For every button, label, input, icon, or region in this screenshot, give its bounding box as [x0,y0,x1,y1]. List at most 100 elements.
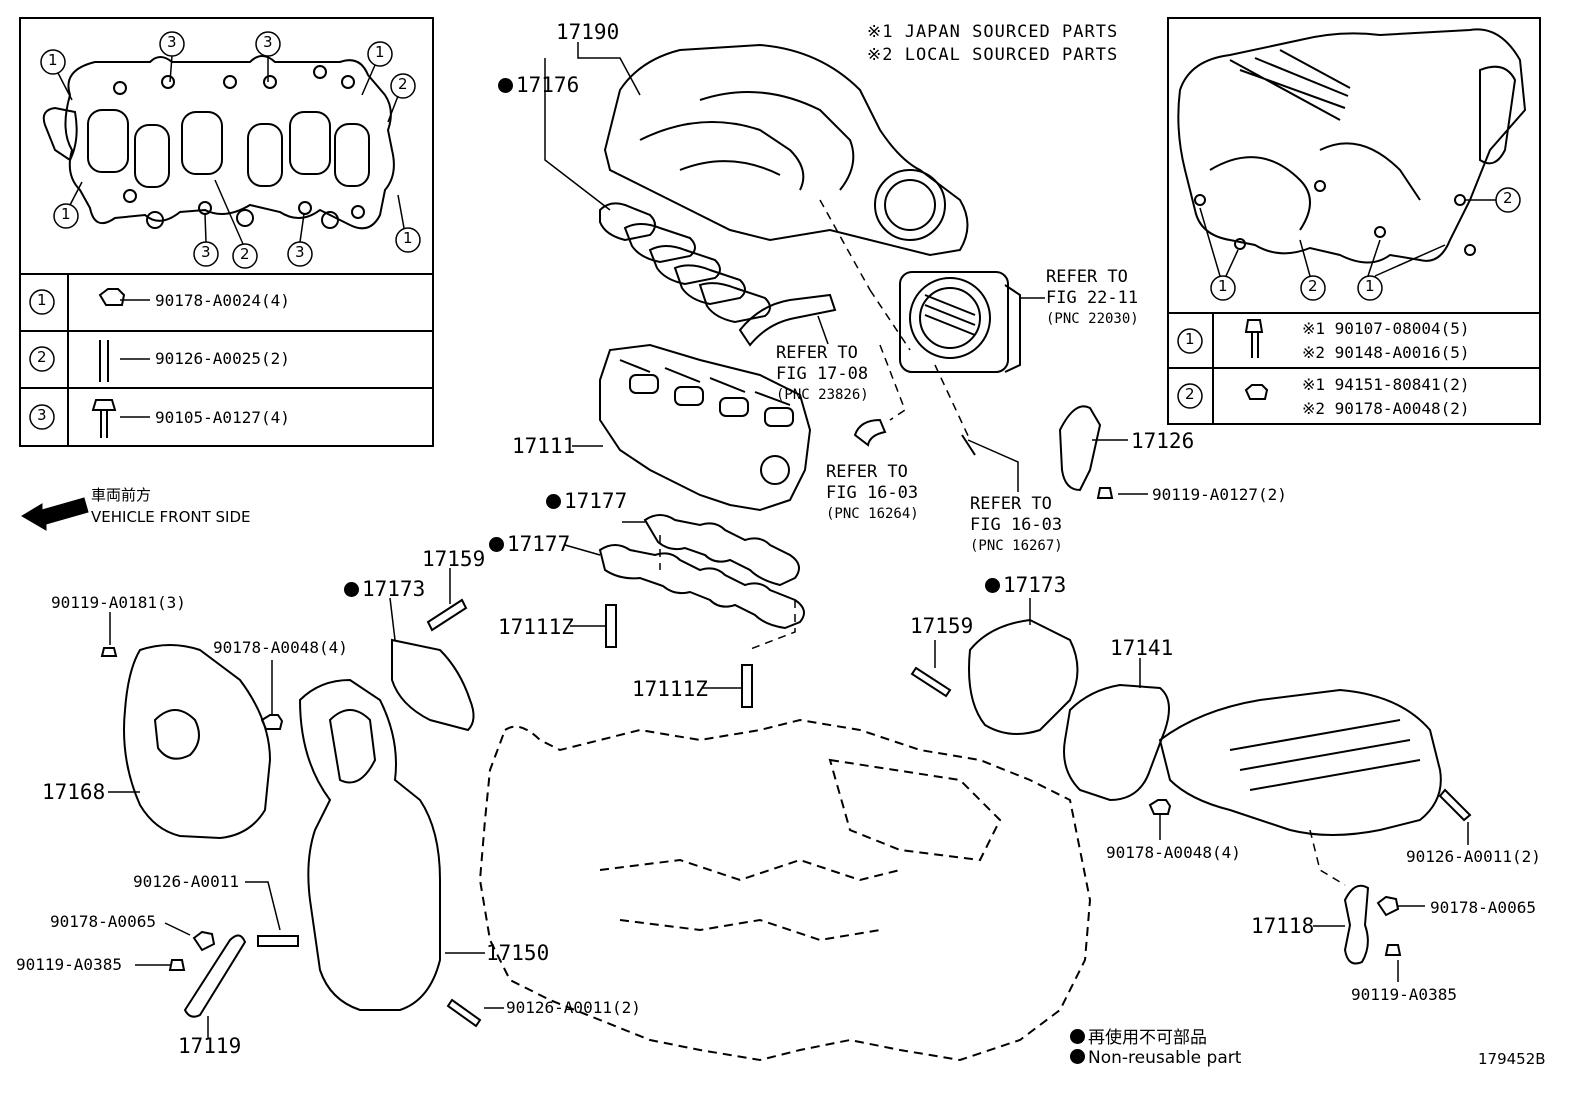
front-arrow-icon [21,497,89,531]
legend-en: Non-reusable part [1070,1048,1241,1068]
part-17173-right[interactable]: 17173 [985,573,1066,597]
nut-icon [98,288,126,306]
part-94151-80841: ※1 94151-80841(2) [1302,375,1470,394]
part-90178-a0065-right[interactable]: 90178-A0065 [1430,898,1536,917]
gasket-17177b-drawing [598,544,805,630]
part-17173-left[interactable]: 17173 [344,577,425,601]
right-inset-frame [1167,17,1541,425]
left-inset-frame [19,17,434,447]
bracket-17118-drawing [1343,884,1370,965]
direction-jp: 車両前方 [91,486,152,504]
gasket-17177a-drawing [643,514,800,587]
part-90119-a0385-right[interactable]: 90119-A0385 [1351,985,1457,1004]
stud-90126-a0011-left [446,998,482,1028]
callout-3: 3 [167,33,177,51]
part-90178-a0065-left[interactable]: 90178-A0065 [50,912,156,931]
bolt-90119-a0385-left [168,959,186,971]
nut-icon-right [1244,384,1269,400]
refer-fig-16-03-b[interactable]: REFER TO FIG 16-03 (PNC 16267) [970,494,1063,557]
part-17126[interactable]: 17126 [1131,429,1195,453]
refer-line1: REFER TO [1046,267,1128,287]
part-17150[interactable]: 17150 [486,941,550,965]
part-90126-a0011-right[interactable]: 90126-A0011(2) [1406,847,1541,866]
table-key-3: 3 [37,406,47,424]
part-17141[interactable]: 17141 [1110,636,1174,660]
part-17118[interactable]: 17118 [1251,914,1315,938]
part-17111z-a[interactable]: 17111Z [498,615,574,639]
nut-90178-a0065-left [192,930,216,952]
nut-90178-a0065-right [1376,895,1400,917]
stud-90126-a0011-right [1438,788,1472,822]
callout-3: 3 [201,243,211,261]
callout-2: 2 [240,245,250,263]
part-90148-a0016: ※2 90148-A0016(5) [1302,343,1470,362]
refer-line3: (PNC 16264) [826,506,919,522]
part-90178-a0048: ※2 90178-A0048(2) [1302,399,1470,418]
part-17159-right[interactable]: 17159 [910,614,974,638]
table-key-1: 1 [37,291,47,309]
callout-3: 3 [295,243,305,261]
part-90119-a0385-left[interactable]: 90119-A0385 [16,955,122,974]
refer-fig-22-11[interactable]: REFER TO FIG 22-11 (PNC 22030) [1046,267,1139,330]
stud-90126-a0011 [257,935,299,947]
part-17177-b[interactable]: 17177 [489,532,570,556]
refer-fig-17-08[interactable]: REFER TO FIG 17-08 (PNC 23826) [776,343,869,406]
part-17190[interactable]: 17190 [556,20,620,44]
part-17111[interactable]: 17111 [512,434,576,458]
part-17168[interactable]: 17168 [42,780,106,804]
small-hose-drawing [853,418,887,447]
note-japan: ※1 JAPAN SOURCED PARTS [867,22,1119,42]
part-17177-a[interactable]: 17177 [546,489,627,513]
part-90119-a0127[interactable]: 90119-A0127(2) [1152,485,1287,504]
bolt-90119-a0181 [100,647,118,657]
part-90178-a0024: 90178-A0024(4) [155,291,290,310]
refer-line1: REFER TO [826,462,908,482]
callout-1: 1 [1365,277,1375,295]
part-17159-left[interactable]: 17159 [422,547,486,571]
refer-line2: FIG 17-08 [776,364,869,384]
gasket-17173-left [391,638,475,732]
manifold-inset-drawing [1177,28,1527,264]
refer-line3: (PNC 16267) [970,538,1063,554]
figure-id: 179452B [1478,1050,1546,1068]
refer-line2: FIG 22-11 [1046,288,1139,308]
refer-line2: FIG 16-03 [826,483,919,503]
refer-line1: REFER TO [776,343,858,363]
heat-shield-right-drawing [1158,688,1442,836]
part-90178-a0048-left[interactable]: 90178-A0048(4) [213,638,348,657]
heat-shield-17168-drawing [123,644,272,840]
table-key-1: 1 [1185,330,1195,348]
part-90126-a0011-left[interactable]: 90126-A0011(2) [506,998,641,1017]
part-17176[interactable]: 17176 [498,73,579,97]
refer-fig-16-03-a[interactable]: REFER TO FIG 16-03 (PNC 16264) [826,462,919,525]
throttle-body-drawing [899,271,1021,373]
bolt-icon [91,399,117,438]
stud-17111z-b [741,664,753,708]
lower-intake-drawing [599,343,812,512]
bolt-90119-a0127 [1096,487,1114,499]
bracket-17126-drawing [1058,405,1102,492]
nut-90178-a0048-right [1148,799,1172,815]
callout-3: 3 [263,33,273,51]
stud-17111z-a [605,604,617,648]
part-90119-a0181[interactable]: 90119-A0181(3) [51,593,186,612]
callout-1: 1 [48,51,58,69]
part-90126-a0025: 90126-A0025(2) [155,349,290,368]
part-90178-a0048-right[interactable]: 90178-A0048(4) [1106,843,1241,862]
refer-line2: FIG 16-03 [970,515,1063,535]
part-90105-a0127: 90105-A0127(4) [155,408,290,427]
table-key-2: 2 [37,348,47,366]
bracket-17119-drawing [183,934,247,1018]
legend-jp: 再使用不可部品 [1070,1023,1207,1048]
stud-17159-right [910,666,952,698]
direction-en: VEHICLE FRONT SIDE [91,508,251,526]
bolt-icon-right [1244,319,1264,358]
part-17119[interactable]: 17119 [178,1034,242,1058]
part-17111z-b[interactable]: 17111Z [632,677,708,701]
nut-90178-a0048-left [260,714,284,730]
part-90126-a0011[interactable]: 90126-A0011 [133,872,239,891]
table-key-2: 2 [1185,385,1195,403]
callout-1: 1 [375,43,385,61]
callout-2: 2 [398,75,408,93]
